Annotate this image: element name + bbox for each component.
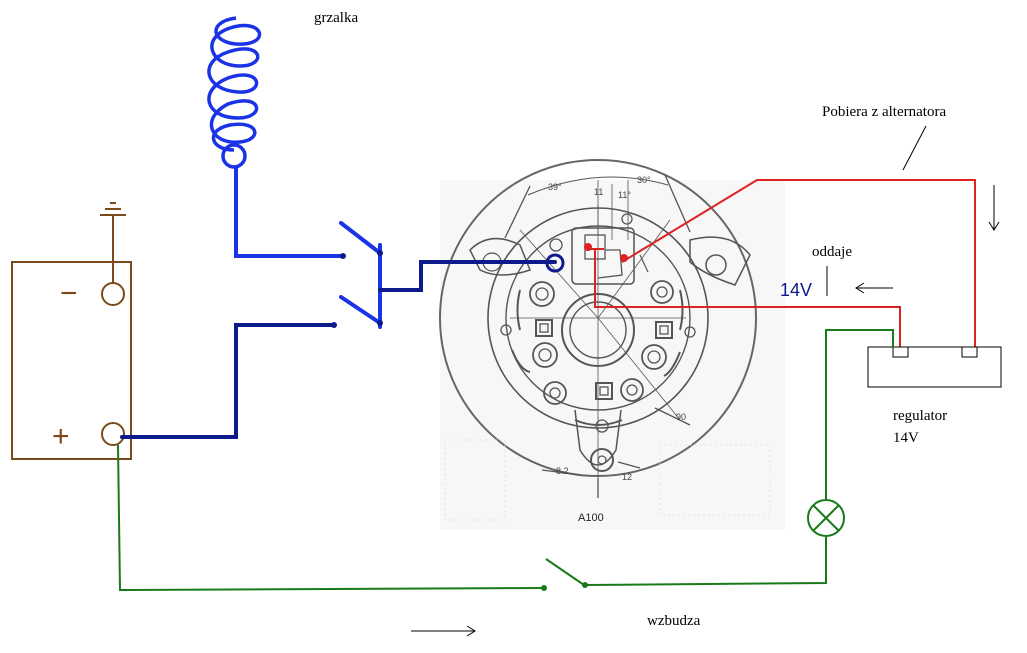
pobiera-leader-line: [902, 125, 927, 171]
alternator-model-label: A100: [578, 512, 604, 524]
heater-label: grzalka: [314, 10, 358, 26]
dim-dia-left: 8.2: [556, 466, 569, 476]
excitation-wiring: [117, 329, 894, 592]
regulator-terminal-right: [961, 346, 978, 358]
battery: − +: [11, 202, 132, 460]
flow-arrows: [411, 125, 1000, 637]
regulator-label: regulator: [893, 408, 947, 424]
arrow-down-icon: [988, 185, 1000, 231]
dim-dia-right: 90: [676, 412, 686, 422]
battery-plus-sign: +: [52, 420, 70, 453]
indicator-lamp-icon: [807, 499, 845, 537]
regulator: [867, 346, 1002, 388]
battery-body: [11, 261, 132, 460]
voltage-out-label: 14V: [780, 280, 812, 300]
dim-angle-left: 39°: [548, 182, 562, 192]
regulator-voltage-label: 14V: [893, 430, 919, 446]
battery-minus-sign: −: [60, 277, 78, 310]
ground-icon: [100, 202, 126, 283]
dim-angle-right: 30°: [637, 175, 651, 185]
pobiera-label: Pobiera z alternatora: [822, 104, 946, 120]
dim-width-b: 11°: [618, 190, 631, 200]
dim-width-a: 11: [594, 187, 603, 197]
regulator-body: [867, 346, 1002, 388]
diagram-labels: grzalka Pobiera z alternatora oddaje 14V…: [314, 10, 947, 629]
heater-switch-wiring: [120, 166, 565, 439]
alternator-drawing: [439, 159, 785, 530]
dim-dia-bottom: 12: [622, 472, 632, 482]
heater-coil-icon: [207, 16, 262, 169]
excites-label: wzbudza: [647, 613, 701, 629]
regulator-terminal-left: [892, 346, 909, 358]
arrow-right-icon: [411, 625, 476, 637]
battery-positive-terminal: [101, 422, 125, 446]
oddaje-label: oddaje: [812, 244, 852, 260]
battery-negative-terminal: [101, 282, 125, 306]
regulator-sense-wiring: [584, 179, 976, 350]
arrow-left-icon: [855, 282, 893, 294]
dimension-labels: 39° 30° 11 11° 8.2 12 90 A100: [548, 175, 686, 524]
